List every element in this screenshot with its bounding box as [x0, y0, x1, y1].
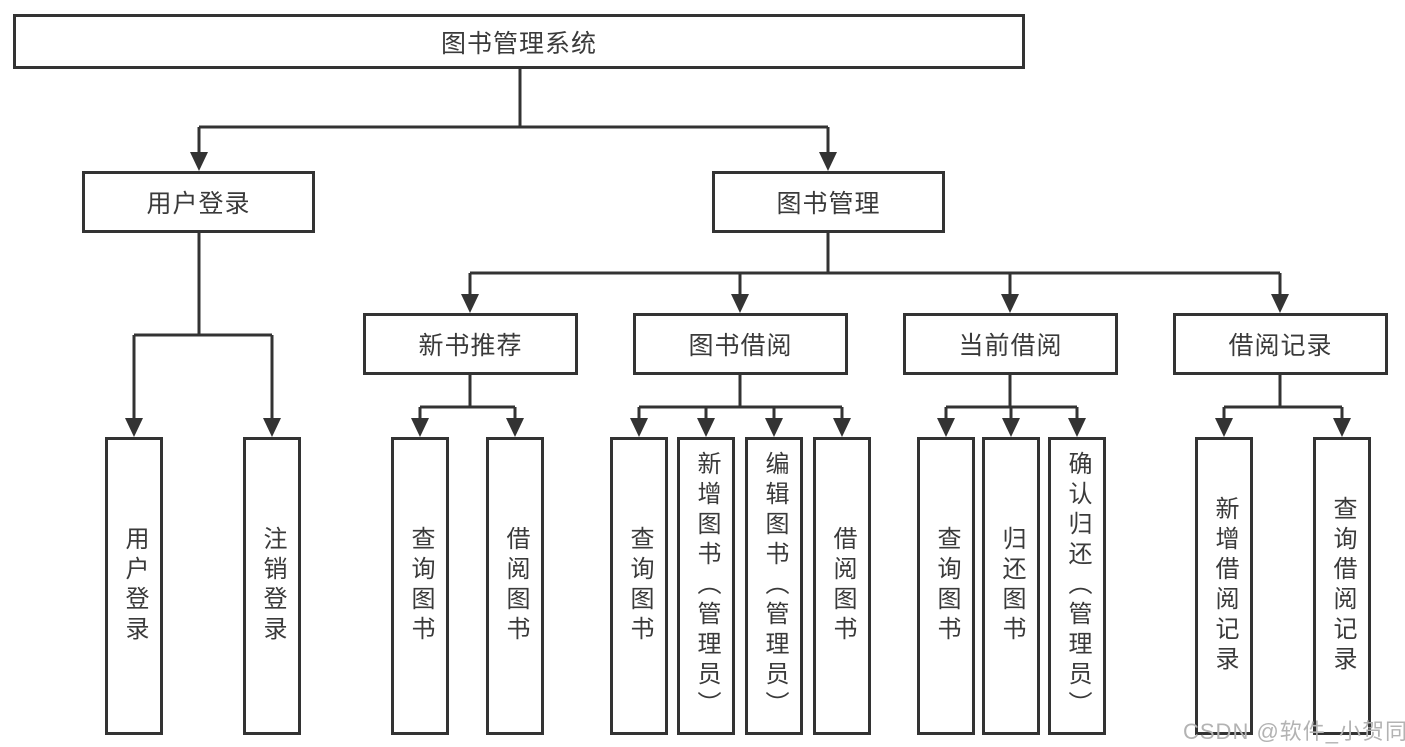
leaf-edit-books-admin: 编辑图书（管理员） — [745, 437, 803, 735]
leaf-current-query-books: 查询图书 — [917, 437, 975, 735]
leaf-label: 借阅图书 — [829, 526, 856, 646]
leaf-borrow-books: 借阅图书 — [813, 437, 871, 735]
node-book-management: 图书管理 — [712, 171, 945, 233]
arrowheads — [125, 152, 1351, 437]
node-borrow-record: 借阅记录 — [1173, 313, 1388, 375]
leaf-recommend-query-books: 查询图书 — [391, 437, 449, 735]
leaf-label: 新增借阅记录 — [1211, 496, 1238, 676]
leaf-return-books: 归还图书 — [982, 437, 1040, 735]
node-user-login: 用户登录 — [82, 171, 315, 233]
leaf-add-borrow-record: 新增借阅记录 — [1195, 437, 1253, 735]
leaf-label: 注销登录 — [259, 526, 286, 646]
node-library-system: 图书管理系统 — [13, 14, 1025, 69]
leaf-label: 查询图书 — [933, 526, 960, 646]
node-new-book-recommend: 新书推荐 — [363, 313, 578, 375]
leaf-recommend-borrow-books: 借阅图书 — [486, 437, 544, 735]
leaf-logout: 注销登录 — [243, 437, 301, 735]
leaf-confirm-return-admin: 确认归还（管理员） — [1048, 437, 1106, 735]
leaf-label: 查询图书 — [407, 526, 434, 646]
leaf-label: 用户登录 — [121, 526, 148, 646]
leaf-label: 查询借阅记录 — [1329, 496, 1356, 676]
leaf-label: 新增图书（管理员） — [693, 451, 720, 721]
leaf-label: 确认归还（管理员） — [1064, 451, 1091, 721]
leaf-label: 归还图书 — [998, 526, 1025, 646]
node-current-borrow: 当前借阅 — [903, 313, 1118, 375]
leaf-query-borrow-record: 查询借阅记录 — [1313, 437, 1371, 735]
node-book-borrow: 图书借阅 — [633, 313, 848, 375]
leaf-borrow-query-books: 查询图书 — [610, 437, 668, 735]
leaf-label: 查询图书 — [626, 526, 653, 646]
leaf-user-login: 用户登录 — [105, 437, 163, 735]
csdn-watermark: CSDN @软件_小贺同学 — [1183, 719, 1405, 744]
leaf-label: 借阅图书 — [502, 526, 529, 646]
leaf-add-books-admin: 新增图书（管理员） — [677, 437, 735, 735]
leaf-label: 编辑图书（管理员） — [761, 451, 788, 721]
